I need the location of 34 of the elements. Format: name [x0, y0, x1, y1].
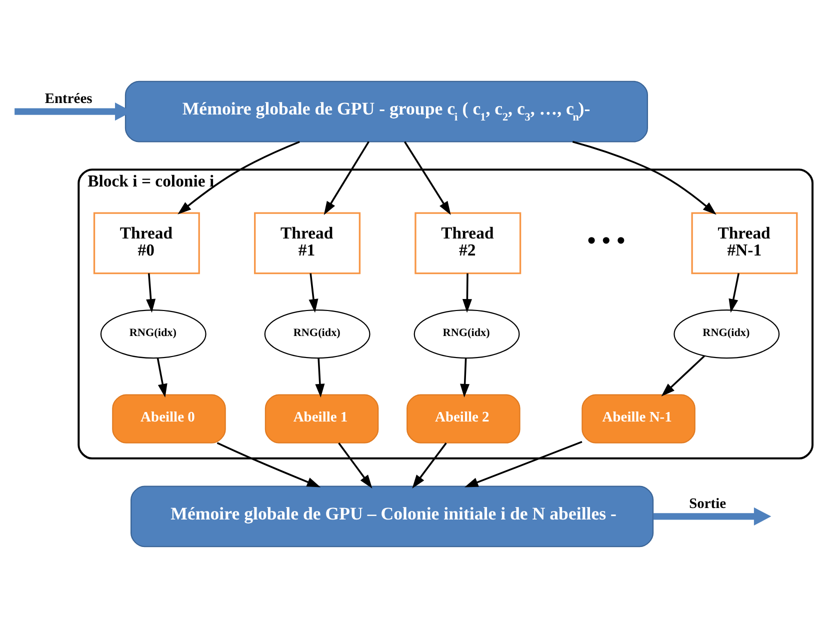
node-ellipse: RNG(idx) [673, 309, 780, 358]
node-box: Abeille 2 [406, 394, 520, 443]
arrow [308, 272, 318, 312]
arrow [462, 272, 472, 312]
label: • • • [586, 226, 625, 254]
arrow [652, 506, 771, 525]
arrow [660, 354, 704, 396]
node-box: Abeille 0 [112, 394, 226, 443]
node-ellipse: RNG(idx) [413, 309, 520, 358]
arrow [216, 442, 320, 487]
arrow [464, 440, 582, 487]
arrow [460, 358, 470, 398]
arrow [146, 272, 156, 312]
edge-label: Entrées [44, 90, 92, 107]
node-ellipse: RNG(idx) [100, 309, 206, 358]
node-box: Abeille N-1 [581, 394, 695, 443]
arrow [728, 272, 740, 312]
node-box: Thread #2 [414, 212, 521, 274]
node-box: Thread #0 [92, 212, 200, 274]
node-box: Mémoire globale de GPU – Colonie initiale i de N abeilles - [130, 485, 654, 547]
arrow [177, 140, 300, 214]
arrow [156, 358, 167, 398]
node-box: Thread #N-1 [690, 212, 798, 274]
arrow [338, 442, 372, 488]
node-box: Mémoire globale de GPU - groupe c$_{i}$ ( c$_{1}$, c$_{2}$, c$_{3}$, …, c$_{n}$)- [124, 80, 648, 142]
arrow [323, 140, 369, 214]
edge-label: Sortie [688, 495, 726, 512]
node-box: Thread #1 [254, 212, 360, 274]
arrow [572, 140, 716, 214]
arrow [314, 358, 324, 398]
arrow [412, 442, 446, 488]
node-ellipse: RNG(idx) [264, 309, 370, 358]
node-box: Abeille 1 [264, 394, 378, 443]
arrow [403, 140, 450, 214]
